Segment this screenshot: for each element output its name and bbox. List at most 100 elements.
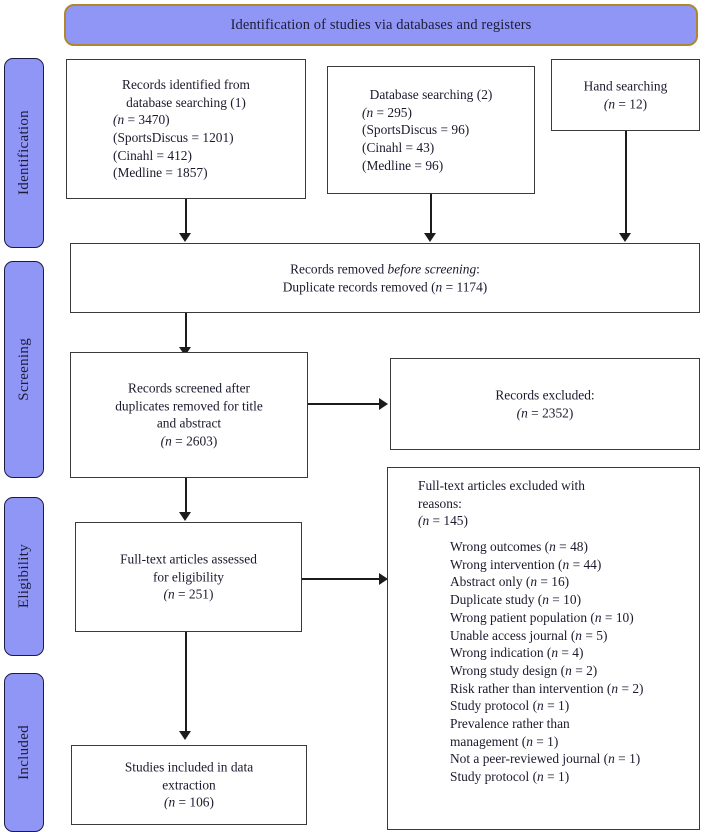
exclusion-reason-item: Wrong indication (n = 4): [450, 644, 691, 662]
source2-line1: Database searching (2): [369, 86, 493, 102]
reason-count: = 48): [555, 539, 588, 555]
reason-count: = 1): [532, 733, 559, 749]
reason-n-symbol: n: [542, 592, 549, 608]
fulltext-excluded-line1: Full-text articles excluded with: [418, 478, 585, 493]
reason-n-symbol: n: [594, 609, 602, 625]
source2-n-symbol: (n: [362, 104, 374, 120]
fulltext-count: (n = 251): [84, 586, 293, 604]
reason-n-symbol: n: [537, 698, 544, 714]
exclusion-reason-item: Study protocol (n = 1): [450, 768, 691, 786]
fulltext-n-symbol: (n: [163, 586, 175, 602]
reason-n-symbol: n: [565, 662, 572, 678]
source1-detail-medline: (Medline = 1857): [113, 165, 208, 181]
connector-screened-down: [185, 478, 187, 514]
box-content: Records identified from database searchi…: [67, 76, 305, 182]
screened-n-value: = 2603): [171, 433, 218, 449]
source2-detail-sportsdiscus: (SportsDiscus = 96): [362, 122, 470, 138]
exclusion-reason-item: Wrong study design (n = 2): [450, 662, 691, 680]
removed-line1-a: Records removed: [290, 261, 388, 277]
banner-title: Identification of studies via databases …: [230, 16, 532, 33]
reason-text: Wrong study design (: [450, 662, 566, 678]
reason-count: = 16): [537, 574, 570, 590]
records-excluded-line1: Records excluded:: [495, 387, 595, 403]
reason-text: Risk rather than intervention (: [450, 680, 612, 696]
exclusion-reason-item: Unable access journal (n = 5): [450, 627, 691, 645]
screened-line3: and abstract: [156, 416, 222, 431]
connector-removed-down: [185, 313, 187, 349]
box-database-searching-2: Database searching (2) (n = 295) (Sports…: [327, 66, 535, 194]
arrowhead-fulltext-excluded: [379, 573, 388, 585]
reason-text: Study protocol (: [450, 769, 538, 784]
arrowhead-screened: [179, 512, 191, 521]
exclusion-reason-item: Wrong outcomes (n = 48): [450, 538, 691, 556]
fulltext-n-value: = 251): [174, 586, 214, 602]
reason-text: Study protocol (: [450, 698, 538, 714]
reason-text: Prevalence rather than: [450, 715, 570, 731]
reason-count: = 4): [558, 645, 584, 661]
reason-n-symbol: n: [562, 556, 570, 572]
removed-line2: Duplicate records removed (n = 1174): [79, 278, 691, 296]
source1-n-value: = 3470): [124, 112, 170, 128]
box-content: Full-text articles assessed for eligibil…: [76, 550, 301, 603]
reason-text: Wrong patient population (: [450, 609, 595, 625]
included-line2: extraction: [162, 777, 216, 793]
reason-count: = 44): [569, 556, 602, 572]
stage-pill-screening: Screening: [4, 261, 44, 478]
connector-source2-down: [430, 194, 432, 235]
reason-text: Not a peer-reviewed journal (: [450, 751, 609, 767]
exclusion-reason-list: Wrong outcomes (n = 48) Wrong interventi…: [396, 538, 691, 786]
connector-source1-down: [185, 199, 187, 235]
box-content: Studies included in data extraction (n =…: [72, 758, 306, 811]
source3-n-value: = 12): [615, 96, 648, 111]
reason-text: management (: [450, 733, 527, 749]
reason-count: = 5): [582, 627, 608, 643]
fulltext-line1: Full-text articles assessed: [120, 551, 257, 567]
screened-count: (n = 2603): [79, 433, 299, 451]
exclusion-reason-item: Prevalence rather than: [450, 715, 691, 733]
box-studies-included: Studies included in data extraction (n =…: [71, 745, 307, 825]
exclusion-reason-item: management (n = 1): [450, 733, 691, 751]
stage-pill-eligibility: Eligibility: [4, 497, 44, 656]
box-content: Database searching (2) (n = 295) (Sports…: [328, 86, 534, 174]
reason-n-symbol: n: [537, 769, 544, 784]
reason-n-symbol: n: [608, 751, 615, 767]
reason-n-symbol: n: [530, 574, 538, 590]
arrowhead-source1: [179, 233, 191, 242]
box-records-identified-database-1: Records identified from database searchi…: [66, 59, 306, 199]
box-records-removed-before-screening: Records removed before screening: Duplic…: [70, 243, 700, 313]
arrowhead-removed: [179, 347, 191, 356]
box-content: Full-text articles excluded with reasons…: [388, 468, 699, 786]
exclusion-reason-item: Wrong patient population (n = 10): [450, 609, 691, 627]
reason-count: = 1): [543, 769, 570, 784]
included-n-value: = 106): [175, 794, 214, 810]
fulltext-excluded-n-symbol: (n: [418, 513, 430, 529]
box-records-screened: Records screened after duplicates remove…: [70, 352, 308, 478]
reason-count: = 2): [618, 680, 644, 696]
diagram-header-banner: Identification of studies via databases …: [64, 4, 698, 46]
stage-pill-included: Included: [4, 673, 44, 832]
box-fulltext-assessed: Full-text articles assessed for eligibil…: [75, 522, 302, 632]
reason-n-symbol: n: [611, 680, 619, 696]
reason-text: Wrong intervention (: [450, 556, 563, 572]
reason-text: Duplicate study (: [450, 592, 543, 608]
reason-n-symbol: n: [551, 645, 559, 661]
included-n-symbol: (n: [164, 794, 176, 810]
removed-line1-italic: before screening: [387, 261, 477, 277]
reason-count: = 2): [571, 662, 598, 678]
reason-count: = 10): [601, 609, 634, 625]
arrowhead-source2: [424, 233, 436, 242]
removed-line1: Records removed before screening:: [79, 260, 691, 278]
removed-line1-b: :: [476, 261, 480, 277]
reason-text: Abstract only (: [450, 574, 531, 590]
source1-detail-sportsdiscus: (SportsDiscus = 1201): [113, 130, 234, 145]
reason-n-symbol: n: [526, 733, 533, 749]
source1-count: (n = 3470): [75, 111, 297, 129]
arrowhead-records-excluded: [379, 398, 388, 410]
stage-pill-identification: Identification: [4, 58, 44, 248]
source3-n-symbol: (n: [603, 96, 616, 111]
exclusion-reason-item: Wrong intervention (n = 44): [450, 556, 691, 574]
box-hand-searching: Hand searching (n = 12): [551, 59, 700, 131]
removed-line2-n: n: [435, 279, 443, 294]
exclusion-reason-item: Study protocol (n = 1): [450, 697, 691, 715]
